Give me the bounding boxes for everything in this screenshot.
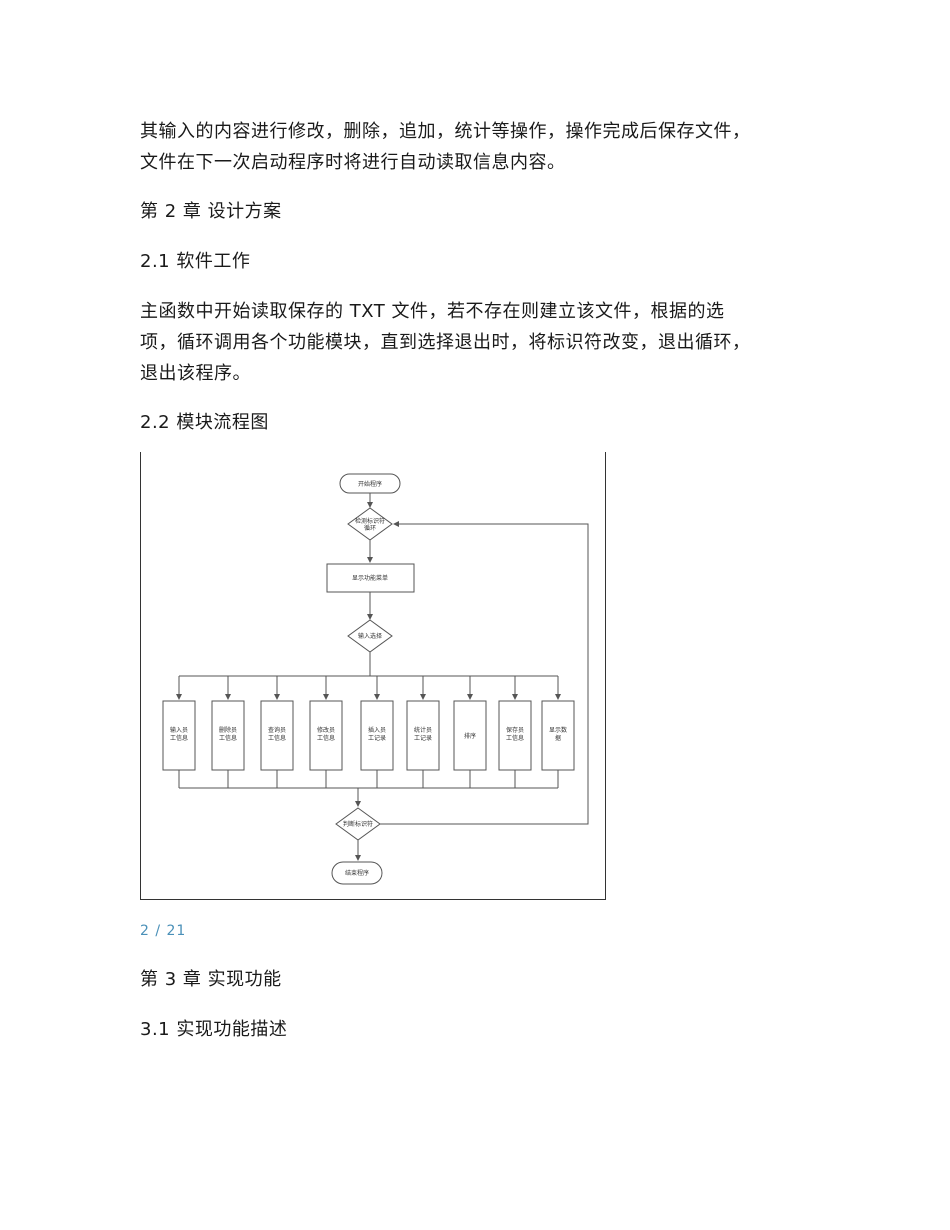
- module-label-1b: 工信息: [170, 734, 188, 742]
- module-box-2: [211, 700, 245, 771]
- page-number: 2 / 21: [140, 923, 187, 939]
- module-box-9: [541, 700, 575, 771]
- module-label-8a: 保存员: [506, 726, 524, 734]
- module-label-6a: 统计员: [414, 726, 432, 734]
- intro-line-2: 文件在下一次启动程序时将进行自动读取信息内容。: [140, 152, 566, 173]
- module-label-9b: 据: [555, 734, 561, 742]
- loop-check-label-2: 循环: [364, 524, 376, 532]
- module-label-2a: 删除员: [219, 726, 237, 734]
- module-box-1: [162, 700, 196, 771]
- section-2-2-heading: 2.2 模块流程图: [140, 412, 269, 433]
- end-node: [331, 861, 383, 885]
- software-work-line-3: 退出该程序。: [140, 363, 251, 384]
- loop-check-label-1: 检测标识符: [355, 517, 385, 525]
- module-label-8b: 工信息: [506, 734, 524, 742]
- module-label-4b: 工信息: [317, 734, 335, 742]
- module-label-5a: 插入员: [368, 726, 386, 734]
- section-2-1-heading: 2.1 软件工作: [140, 251, 251, 272]
- software-work-line-1: 主函数中开始读取保存的 TXT 文件，若不存在则建立该文件，根据的选: [140, 301, 725, 322]
- module-label-3b: 工信息: [268, 734, 286, 742]
- module-label-5b: 工记录: [368, 734, 386, 742]
- input-choice-label: 输入选择: [358, 632, 382, 640]
- module-box-3: [260, 700, 294, 771]
- chapter-2-heading: 第 2 章 设计方案: [140, 201, 282, 222]
- module-label-9a: 显示数: [549, 726, 567, 734]
- software-work-line-2: 项，循环调用各个功能模块，直到选择退出时，将标识符改变，退出循环，: [140, 332, 751, 353]
- module-box-5: [360, 700, 394, 771]
- module-label-2b: 工信息: [219, 734, 237, 742]
- show-menu-node: [326, 563, 415, 593]
- intro-paragraph: 其输入的内容进行修改，删除，追加，统计等操作，操作完成后保存文件， 文件在下一次…: [140, 116, 840, 178]
- end-label: 结束程序: [345, 869, 369, 877]
- module-label-3a: 查询员: [268, 726, 286, 734]
- module-box-6: [406, 700, 440, 771]
- module-label-4a: 修改员: [317, 726, 335, 734]
- show-menu-label: 显示功能菜单: [352, 574, 388, 582]
- module-label-7a: 排序: [464, 732, 476, 740]
- chapter-3-heading: 第 3 章 实现功能: [140, 969, 282, 990]
- start-label: 开始程序: [358, 480, 382, 488]
- section-3-1-heading: 3.1 实现功能描述: [140, 1019, 288, 1040]
- module-flowchart: 开始程序 检测标识符 循环 显示功能菜单 输入选择 输入员 工信息 删除员 工信…: [140, 452, 606, 900]
- module-label-6b: 工记录: [414, 734, 432, 742]
- module-label-1a: 输入员: [170, 726, 188, 734]
- intro-line-1: 其输入的内容进行修改，删除，追加，统计等操作，操作完成后保存文件，: [140, 121, 751, 142]
- software-work-paragraph: 主函数中开始读取保存的 TXT 文件，若不存在则建立该文件，根据的选 项，循环调…: [140, 296, 840, 389]
- exit-check-label: 判断标识符: [343, 820, 373, 828]
